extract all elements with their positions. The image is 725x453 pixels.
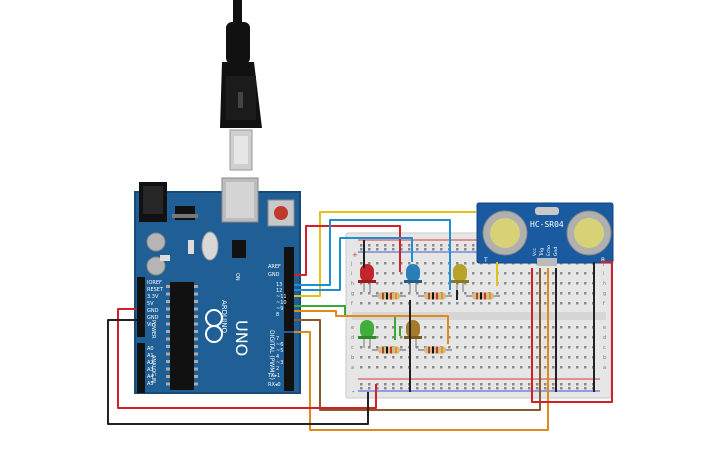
wire-brown <box>294 268 541 411</box>
wire-orange <box>294 310 449 344</box>
bb-row-letter: a <box>351 365 354 371</box>
wires[interactable] <box>107 211 613 431</box>
sensor-r-mark: R <box>601 257 605 264</box>
digital-pin-label: 13 <box>276 282 282 288</box>
bb-row-letter: d <box>603 335 606 341</box>
wire-blue <box>294 219 451 290</box>
digital-pin-label: 12 <box>276 288 282 294</box>
bb-row-letter: i <box>351 271 352 277</box>
bb-row-letter: j <box>350 261 352 267</box>
digital-pin-label: ~9 <box>276 306 283 312</box>
power-pin-label: 5V <box>147 301 154 307</box>
wire-blue-2 <box>294 237 413 291</box>
bb-row-letter: g <box>351 291 354 297</box>
tx-label: TX▸1 <box>267 373 280 379</box>
bb-row-letter: f <box>603 301 605 307</box>
bb-row-letter: d <box>351 335 354 341</box>
sensor-pin-label: Trig <box>539 248 545 257</box>
power-pin-label: GND <box>147 315 159 321</box>
bb-row-letter: g <box>603 291 606 297</box>
bb-minus-label: - <box>352 388 355 396</box>
bb-row-letter: a <box>603 365 606 371</box>
usb-cable[interactable] <box>220 0 262 171</box>
wire-yellow <box>294 211 476 297</box>
resistors[interactable] <box>372 292 500 354</box>
on-led-label: ON <box>234 273 240 281</box>
digital-pin-label: ~11 <box>276 294 287 300</box>
analog-pin-label: A4 <box>147 374 154 380</box>
wire-orange-long <box>294 268 549 431</box>
analog-pin-label: A0 <box>147 346 154 352</box>
digital-pin-label: ~3 <box>276 360 283 366</box>
wire-red-13 <box>294 225 401 276</box>
power-label: POWER <box>150 320 156 339</box>
bb-plus-label: + <box>352 251 358 259</box>
bb-row-letter: i <box>603 271 604 277</box>
power-pin-label: GND <box>147 308 159 314</box>
analog-pin-label: A3 <box>147 367 154 373</box>
sensor-pin-label: Gnd <box>553 247 559 256</box>
digital-pin-label: 8 <box>276 312 279 318</box>
board-brand-label: ARDUINO <box>220 300 228 333</box>
power-pin-label: Vin <box>147 322 155 328</box>
led-blue[interactable] <box>404 264 422 292</box>
gnd-label: GND <box>268 272 280 278</box>
wire-red-rail <box>531 261 613 403</box>
bb-row-letter: f <box>351 301 353 307</box>
rx-label: RX◂0 <box>268 382 281 388</box>
bb-row-letter: h <box>603 281 606 287</box>
wire-red-power <box>117 308 377 409</box>
bb-row-letter: e <box>603 325 606 331</box>
digital-pin-label: 7 <box>276 336 279 342</box>
power-pin-label: 3.3V <box>147 294 159 300</box>
power-pin-label: RESET <box>147 287 164 293</box>
analog-label: ANALOG IN <box>150 355 156 383</box>
board-model-label: UNO <box>232 320 251 356</box>
bb-row-letter: c <box>603 345 606 351</box>
sensor-model-label: HC-SR04 <box>530 220 564 229</box>
analog-pin-label: A2 <box>147 360 154 366</box>
bb-row-letter: b <box>603 355 606 361</box>
led-red[interactable] <box>358 264 376 292</box>
digital-pin-label: 4 <box>276 354 279 360</box>
analog-pin-label: A1 <box>147 353 154 359</box>
digital-pin-label: ~5 <box>276 348 283 354</box>
reset-button[interactable] <box>274 206 288 220</box>
power-pin-label: IOREF <box>147 280 162 286</box>
digital-pin-label: ~6 <box>276 342 283 348</box>
digital-label: DIGITAL (PWM~) <box>268 330 275 380</box>
bb-row-letter: b <box>351 355 354 361</box>
arduino-board[interactable]: UNO ARDUINO DIGITAL (PWM~) POWER ANALOG … <box>134 177 301 394</box>
sensor-pin-label: Vcc <box>532 247 538 256</box>
analog-pin-label: A5 <box>147 381 154 387</box>
led-green[interactable] <box>358 320 376 348</box>
bb-row-letter: c <box>351 345 354 351</box>
digital-pin-label: ~10 <box>276 300 287 306</box>
digital-pin-label: 2 <box>276 366 279 372</box>
bb-row-letter: j <box>602 261 604 267</box>
wire-black <box>107 319 369 425</box>
aref-label: AREF <box>268 264 281 270</box>
bb-row-letter: h <box>351 281 354 287</box>
sensor-t-mark: T <box>483 257 488 264</box>
sensor-pin-label: Echo <box>546 245 552 256</box>
bb-row-letter: e <box>351 325 354 331</box>
